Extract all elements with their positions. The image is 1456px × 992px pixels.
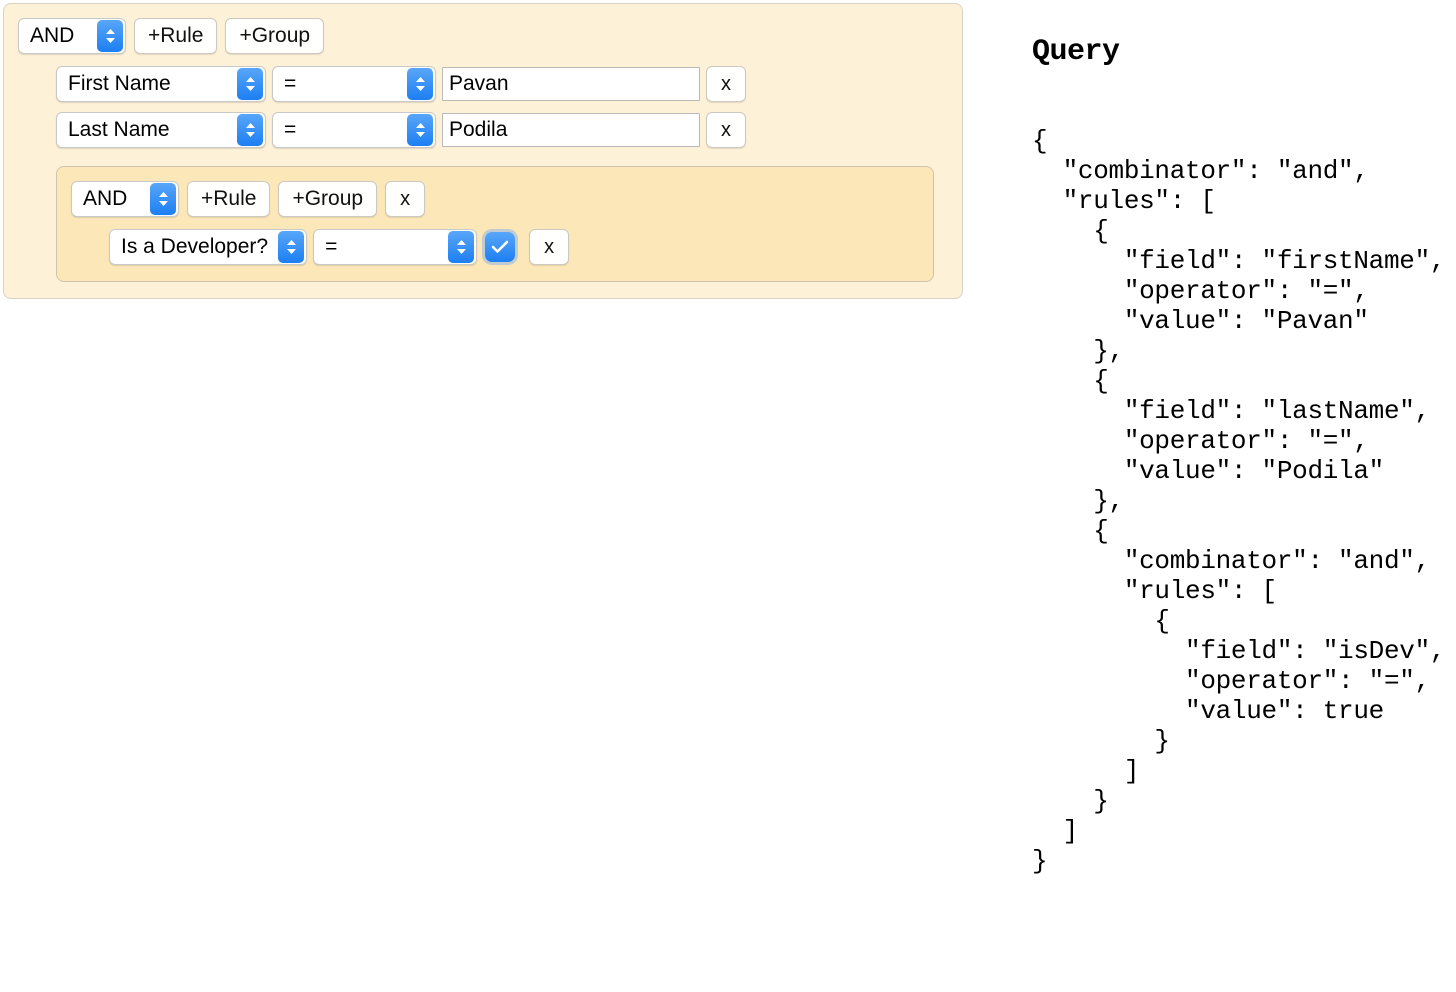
chevron-updown-icon[interactable] — [150, 183, 176, 215]
rule-remove-button[interactable]: x — [706, 112, 746, 148]
query-builder: AND +Rule +Group First Name — [3, 3, 963, 299]
chevron-updown-icon[interactable] — [237, 114, 263, 146]
rule-field-select[interactable]: Is a Developer? — [109, 229, 308, 265]
chevron-updown-icon[interactable] — [448, 231, 475, 263]
query-output-panel: Query { "combinator": "and", "rules": [ … — [1032, 34, 1456, 876]
root-add-group-button[interactable]: +Group — [225, 18, 325, 54]
nested-combinator-select[interactable]: AND — [71, 181, 179, 217]
rule-row: Is a Developer? = — [109, 229, 919, 265]
root-rule-group: AND +Rule +Group First Name — [3, 3, 963, 299]
nested-rule-list: Is a Developer? = — [71, 229, 919, 265]
rule-remove-button[interactable]: x — [529, 229, 570, 265]
nested-group-remove-button[interactable]: x — [385, 181, 426, 217]
root-rule-list: First Name = — [18, 66, 948, 148]
rule-value-input[interactable] — [442, 67, 700, 101]
rule-field-select[interactable]: First Name — [56, 66, 266, 102]
query-json-output: { "combinator": "and", "rules": [ { "fie… — [1032, 126, 1446, 876]
nested-group-header: AND +Rule +Group x — [71, 181, 919, 217]
rule-operator-select[interactable]: = — [313, 229, 478, 265]
rule-field-value: First Name — [68, 72, 171, 95]
chevron-updown-icon[interactable] — [97, 20, 123, 52]
rule-row: Last Name = — [56, 112, 948, 148]
root-combinator-value: AND — [30, 24, 75, 47]
nested-rule-group: AND +Rule +Group x — [56, 166, 934, 282]
rule-operator-value: = — [284, 72, 297, 95]
root-combinator-select[interactable]: AND — [18, 18, 126, 54]
nested-add-rule-button[interactable]: +Rule — [187, 181, 271, 217]
nested-add-group-button[interactable]: +Group — [278, 181, 378, 217]
rule-operator-value: = — [325, 235, 338, 258]
chevron-updown-icon[interactable] — [407, 114, 433, 146]
chevron-updown-icon[interactable] — [407, 68, 433, 100]
rule-value-checkbox[interactable] — [485, 232, 516, 262]
rule-field-select[interactable]: Last Name — [56, 112, 266, 148]
rule-operator-select[interactable]: = — [272, 112, 436, 148]
rule-remove-button[interactable]: x — [706, 66, 746, 102]
chevron-updown-icon[interactable] — [278, 231, 305, 263]
chevron-updown-icon[interactable] — [237, 68, 263, 100]
nested-combinator-value: AND — [83, 187, 128, 210]
rule-field-value: Last Name — [68, 118, 170, 141]
rule-field-value: Is a Developer? — [121, 235, 269, 258]
root-group-header: AND +Rule +Group — [18, 18, 948, 54]
rule-operator-value: = — [284, 118, 297, 141]
query-panel-title: Query — [1032, 35, 1120, 69]
rule-value-input[interactable] — [442, 113, 700, 147]
root-add-rule-button[interactable]: +Rule — [134, 18, 218, 54]
rule-row: First Name = — [56, 66, 948, 102]
rule-operator-select[interactable]: = — [272, 66, 436, 102]
